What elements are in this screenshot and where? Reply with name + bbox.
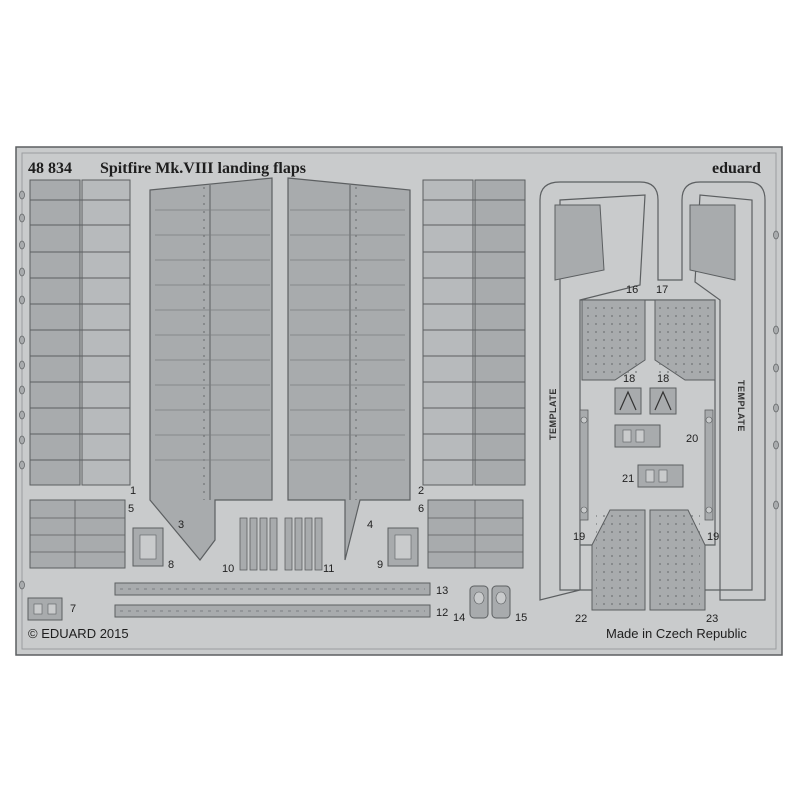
part-18-hinge-right	[649, 387, 677, 415]
part-21-fitting	[637, 464, 684, 488]
part-13-long-strip	[114, 582, 431, 596]
part-label: 3	[178, 519, 184, 531]
part-label: 2	[418, 485, 424, 497]
part-3-main-flap-left	[149, 177, 273, 561]
part-5-flap-section	[29, 499, 126, 569]
template-label-left: TEMPLATE	[548, 388, 558, 440]
part-18-hinge-left	[614, 387, 642, 415]
part-6-flap-section	[427, 499, 524, 569]
part-19-strut-left	[579, 409, 589, 521]
part-label: 1	[130, 485, 136, 497]
part-label: 7	[70, 603, 76, 615]
product-number: 48 834	[28, 160, 72, 177]
part-10-actuator-strips	[239, 517, 278, 571]
part-label: 8	[168, 559, 174, 571]
part-23-lower-panel	[649, 509, 706, 611]
edge-drops-right	[773, 230, 779, 510]
part-20-fitting	[614, 424, 661, 448]
brand-logo: eduard	[712, 160, 761, 177]
part-label: 5	[128, 503, 134, 515]
part-label: 13	[436, 585, 448, 597]
part-label: 19	[573, 531, 585, 543]
part-label: 10	[222, 563, 234, 575]
part-1-outer-flap-left	[29, 179, 131, 486]
part-label: 22	[575, 613, 587, 625]
part-2-outer-flap-right	[422, 179, 526, 486]
part-17-bay-panel	[654, 299, 716, 381]
part-number-labels: 1 2 3 4 5 6 7 8 9 10 11 12 13 14 15 16 1…	[70, 284, 719, 625]
part-16-bay-panel	[581, 299, 646, 381]
edge-drops-left	[19, 190, 25, 590]
copyright-text: © EDUARD 2015	[28, 626, 129, 641]
part-label: 18	[657, 373, 669, 385]
part-19-strut-right	[704, 409, 714, 521]
part-label: 19	[707, 531, 719, 543]
part-22-lower-panel	[591, 509, 646, 611]
part-label: 15	[515, 612, 527, 624]
template-label-right: TEMPLATE	[736, 380, 746, 432]
part-14-fitting	[469, 585, 489, 619]
part-label: 12	[436, 607, 448, 619]
part-label: 20	[686, 433, 698, 445]
part-label: 11	[323, 563, 334, 575]
part-label: 18	[623, 373, 635, 385]
part-9-bracket	[387, 527, 419, 567]
part-15-fitting	[491, 585, 511, 619]
origin-text: Made in Czech Republic	[606, 626, 747, 641]
part-label: 17	[656, 284, 668, 296]
part-label: 16	[626, 284, 638, 296]
part-8-bracket	[132, 527, 164, 567]
product-name: Spitfire Mk.VIII landing flaps	[100, 160, 306, 177]
part-label: 6	[418, 503, 424, 515]
part-12-long-strip	[114, 604, 431, 618]
template-frame: TEMPLATE TEMPLATE	[539, 181, 766, 601]
part-4-main-flap-right	[287, 177, 411, 561]
part-label: 21	[622, 473, 634, 485]
fret-inner-border	[21, 152, 777, 650]
part-label: 9	[377, 559, 383, 571]
part-label: 4	[367, 519, 373, 531]
part-11-actuator-strips	[284, 517, 323, 571]
part-label: 14	[453, 612, 465, 624]
part-label: 23	[706, 613, 718, 625]
part-7-bracket	[27, 597, 63, 621]
